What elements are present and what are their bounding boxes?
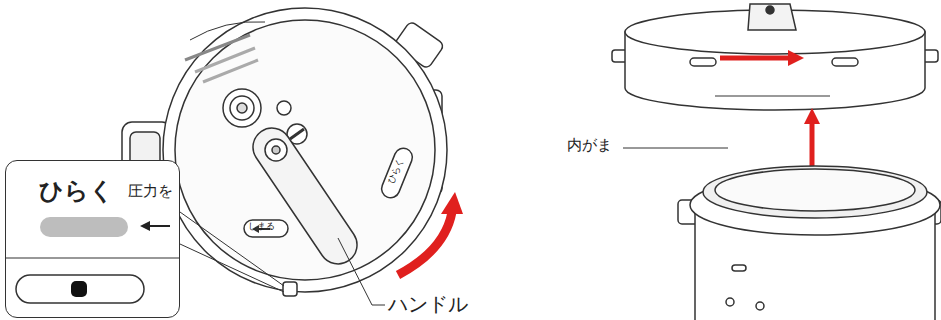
inset-arrow-head bbox=[140, 221, 150, 231]
sticker-text-line bbox=[185, 35, 250, 60]
valve-core bbox=[237, 103, 247, 113]
release-knob-slot bbox=[290, 129, 304, 139]
close-badge bbox=[244, 220, 288, 237]
part-label: ハンドル bbox=[388, 293, 468, 315]
open-badge bbox=[379, 146, 415, 201]
inset-box: ひらく圧力を bbox=[5, 160, 180, 318]
inset-divider bbox=[6, 257, 179, 258]
lid-mark bbox=[832, 58, 858, 66]
inner-pot-mouth bbox=[715, 169, 915, 211]
leader-line bbox=[623, 148, 728, 149]
lid-side-view bbox=[612, 4, 938, 110]
indicator-window bbox=[40, 217, 128, 237]
lid-inner bbox=[175, 20, 435, 280]
up-arrow-head bbox=[804, 108, 820, 124]
indicator-label: ひらく bbox=[39, 178, 114, 204]
panel-mark bbox=[732, 265, 746, 271]
cooker-body bbox=[678, 166, 941, 320]
handle-knob-center bbox=[272, 146, 280, 154]
part-label: しまる bbox=[248, 222, 275, 232]
handle-bar bbox=[246, 121, 365, 272]
inset-leader bbox=[180, 212, 284, 292]
slider-slot bbox=[16, 275, 144, 303]
lid-knob bbox=[748, 4, 796, 30]
indicator-note: 圧力を bbox=[128, 183, 173, 200]
lid-tab bbox=[283, 282, 297, 296]
lid-knob-dot bbox=[766, 6, 774, 14]
float-valve bbox=[277, 101, 291, 115]
slider-knob bbox=[71, 281, 87, 297]
lid-outer bbox=[163, 8, 447, 292]
sticker-text-line bbox=[203, 60, 258, 82]
lid-print bbox=[715, 95, 830, 97]
rotate-arrow bbox=[398, 212, 452, 275]
part-label: 内がま bbox=[567, 137, 612, 154]
leader-line bbox=[338, 238, 385, 305]
lift-arrow-head bbox=[788, 50, 804, 66]
rotate-arrow-head bbox=[441, 192, 463, 214]
valve-inner bbox=[230, 96, 254, 120]
lid-mark bbox=[690, 58, 716, 66]
inner-pot-rim bbox=[703, 166, 927, 218]
handle-knob bbox=[265, 139, 287, 161]
panel-button bbox=[726, 298, 734, 306]
lift-arrow bbox=[720, 56, 790, 61]
valve bbox=[223, 89, 261, 127]
sticker-text-line bbox=[195, 48, 255, 72]
inset-arrow bbox=[148, 225, 170, 227]
panel-button bbox=[756, 302, 764, 310]
sticker-arc bbox=[190, 22, 265, 40]
